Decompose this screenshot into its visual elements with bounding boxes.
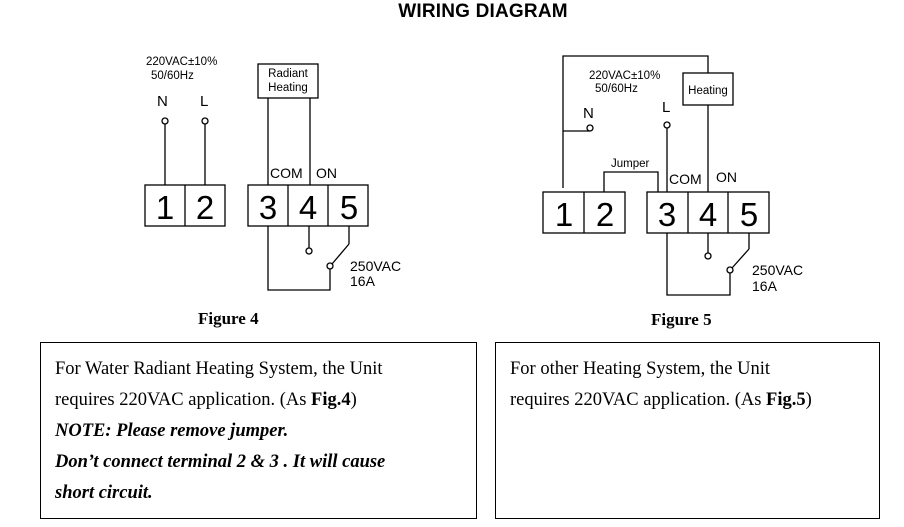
fig4-load-label-1: Radiant bbox=[268, 68, 308, 80]
fig5-on-label: ON bbox=[716, 169, 737, 185]
note-left-line-2: requires 220VAC application. (As Fig.4) bbox=[55, 390, 357, 410]
figure-4-caption: Figure 4 bbox=[198, 309, 259, 328]
fig4-l-node bbox=[201, 117, 209, 125]
fig4-n-node bbox=[161, 117, 169, 125]
fig4-switch-contact-com bbox=[326, 262, 334, 270]
fig4-supply-voltage: 220VAC±10% bbox=[146, 56, 217, 68]
fig4-relay-switch bbox=[331, 243, 350, 265]
fig4-switch-contact-on bbox=[305, 247, 313, 255]
note-left-warning-2: Don’t connect terminal 2 & 3 . It will c… bbox=[55, 452, 386, 472]
fig4-return-wire bbox=[267, 226, 331, 291]
fig4-rating-voltage: 250VAC bbox=[350, 258, 401, 274]
fig4-terminal-3: 3 bbox=[259, 189, 277, 226]
fig5-jumper-wire bbox=[603, 171, 659, 192]
page-title: WIRING DIAGRAM bbox=[398, 1, 568, 22]
fig5-jumper-label: Jumper bbox=[611, 158, 650, 170]
fig5-switch-contact-com bbox=[726, 266, 734, 274]
fig4-label-l: L bbox=[200, 93, 208, 110]
fig5-relay-switch bbox=[731, 248, 750, 269]
fig5-supply-frequency: 50/60Hz bbox=[595, 83, 638, 95]
fig5-terminal-1: 1 bbox=[555, 196, 573, 233]
fig5-terminal-2: 2 bbox=[596, 196, 614, 233]
fig4-reference: Fig.4 bbox=[311, 390, 351, 410]
fig5-terminal-4: 4 bbox=[699, 196, 717, 233]
fig5-label-l: L bbox=[662, 99, 670, 116]
wiring-diagrams: 220VAC±10% 50/60Hz N L Radiant Heating C… bbox=[144, 55, 803, 296]
fig5-n-node bbox=[586, 124, 594, 132]
fig4-load-label-2: Heating bbox=[268, 82, 308, 94]
fig5-outer-wire bbox=[562, 55, 709, 188]
note-right-line-2: requires 220VAC application. (As Fig.5) bbox=[510, 390, 812, 410]
figure-5-diagram: 220VAC±10% 50/60Hz N L Heating Jumper CO… bbox=[542, 55, 803, 296]
fig4-rating-current: 16A bbox=[350, 273, 376, 289]
fig4-terminal-2: 2 bbox=[196, 189, 214, 226]
figure-4-diagram: 220VAC±10% 50/60Hz N L Radiant Heating C… bbox=[144, 56, 401, 291]
fig5-rating-voltage: 250VAC bbox=[752, 262, 803, 278]
fig5-load-box bbox=[682, 72, 734, 106]
fig5-com-label: COM bbox=[669, 171, 702, 187]
fig4-terminal-4: 4 bbox=[299, 189, 317, 226]
figure-5-caption: Figure 5 bbox=[651, 310, 712, 329]
note-left-warning-1: NOTE: Please remove jumper. bbox=[55, 421, 289, 441]
note-box-figure-4: For Water Radiant Heating System, the Un… bbox=[40, 342, 477, 519]
note-left-warning-3: short circuit. bbox=[55, 483, 153, 503]
fig5-load-label: Heating bbox=[688, 85, 728, 97]
fig4-label-n: N bbox=[157, 93, 168, 110]
fig5-terminal-block-right bbox=[646, 191, 770, 234]
fig4-load-box bbox=[257, 63, 319, 99]
fig5-l-node bbox=[663, 121, 671, 129]
fig4-terminal-block-right bbox=[247, 184, 369, 227]
fig4-com-label: COM bbox=[270, 165, 303, 181]
fig4-on-label: ON bbox=[316, 165, 337, 181]
note-left-line-1: For Water Radiant Heating System, the Un… bbox=[55, 359, 383, 379]
fig5-return-wire bbox=[666, 233, 731, 296]
fig4-terminal-5: 5 bbox=[340, 189, 358, 226]
fig5-switch-contact-on bbox=[704, 252, 712, 260]
fig5-supply-voltage: 220VAC±10% bbox=[589, 70, 660, 82]
fig5-rating-current: 16A bbox=[752, 278, 778, 294]
fig4-terminal-1: 1 bbox=[156, 189, 174, 226]
fig5-reference: Fig.5 bbox=[766, 390, 806, 410]
fig4-supply-frequency: 50/60Hz bbox=[151, 70, 194, 82]
note-right-line-1: For other Heating System, the Unit bbox=[510, 359, 770, 379]
fig5-terminal-5: 5 bbox=[740, 196, 758, 233]
fig5-terminal-3: 3 bbox=[658, 196, 676, 233]
fig5-label-n: N bbox=[583, 105, 594, 122]
note-box-figure-5: For other Heating System, the Unit requi… bbox=[495, 342, 880, 519]
